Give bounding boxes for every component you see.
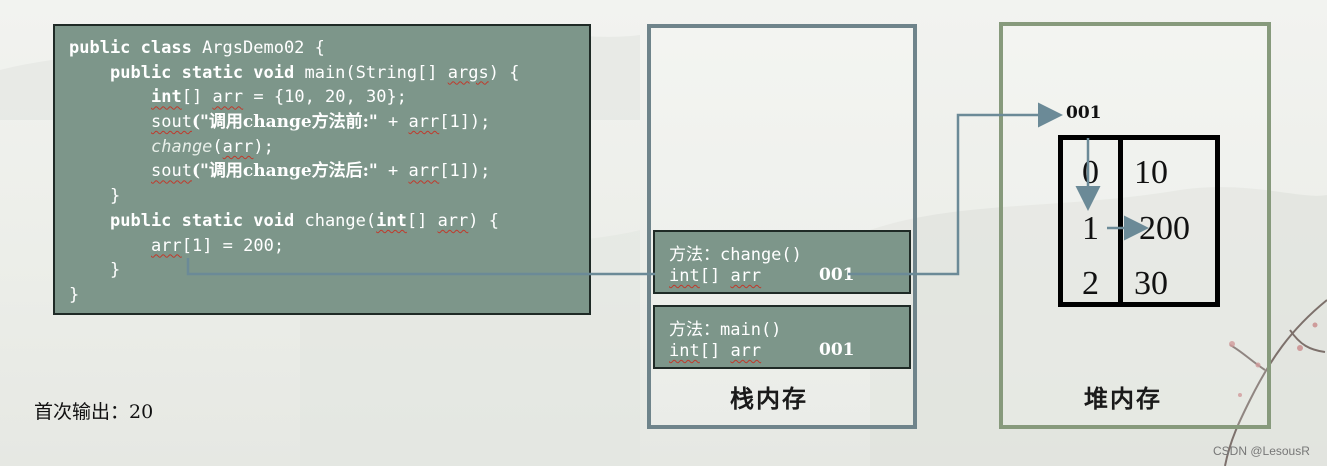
heap-array-address: 001 <box>1066 103 1102 123</box>
code-token: change <box>151 137 212 157</box>
frame-address: 001 <box>819 340 855 360</box>
code-token: args <box>448 63 489 83</box>
code-token: public static void <box>110 63 304 83</box>
code-token: + <box>378 161 409 181</box>
heap-array: 0 1 2 10 200 30 <box>1058 135 1220 307</box>
code-token: + <box>378 112 409 132</box>
code-token: main(String[] <box>304 63 447 83</box>
code-token: arr <box>409 112 440 132</box>
code-line: } <box>69 258 589 283</box>
code-line: arr[1] = 200; <box>69 234 589 259</box>
code-token: public static void <box>110 211 304 231</box>
first-output-text: 首次输出：20 <box>34 397 153 424</box>
frame-method-label: 方法：main() <box>669 315 781 340</box>
array-index: 0 <box>1082 154 1099 192</box>
code-token: arr <box>151 236 182 256</box>
code-line: sout("调用change方法前:" + arr[1]); <box>69 110 589 135</box>
code-token: [1]); <box>439 161 490 181</box>
code-line: int[] arr = {10, 20, 30}; <box>69 85 589 110</box>
code-token: arr <box>212 87 243 107</box>
frame-variable: int[] arr <box>669 341 761 361</box>
array-index: 2 <box>1082 265 1099 303</box>
code-line: public static void change(int[] arr) { <box>69 209 589 234</box>
stack-frame-change: 方法：change() int[] arr 001 <box>653 230 911 294</box>
code-token: ( <box>212 137 222 157</box>
frame-variable: int[] arr <box>669 266 761 286</box>
code-token: [] <box>182 87 213 107</box>
code-token: int <box>151 87 182 107</box>
frame-address: 001 <box>819 265 855 285</box>
code-token: ("调用change方法后:" <box>192 161 378 181</box>
array-value: 30 <box>1134 265 1168 303</box>
code-token: ) { <box>468 211 499 231</box>
code-line: change(arr); <box>69 135 589 160</box>
code-token: public class <box>69 38 202 58</box>
code-token: [] <box>407 211 438 231</box>
code-token: [1]); <box>439 112 490 132</box>
code-token: ArgsDemo02 { <box>202 38 325 58</box>
code-token: arr <box>223 137 254 157</box>
code-token: arr <box>409 161 440 181</box>
array-index: 1 <box>1082 210 1099 248</box>
code-token: = {10, 20, 30}; <box>243 87 407 107</box>
code-token: ("调用change方法前:" <box>192 112 378 132</box>
code-token: } <box>110 186 120 206</box>
code-line: sout("调用change方法后:" + arr[1]); <box>69 159 589 184</box>
code-token: } <box>69 285 79 305</box>
array-value: 200 <box>1139 210 1190 248</box>
code-line: } <box>69 283 589 308</box>
code-panel: public class ArgsDemo02 {public static v… <box>53 24 591 315</box>
code-token: sout <box>151 112 192 132</box>
code-token: ); <box>253 137 273 157</box>
code-token: arr <box>438 211 469 231</box>
stack-frame-main: 方法：main() int[] arr 001 <box>653 305 911 369</box>
code-token: [1] = 200; <box>182 236 284 256</box>
code-token: ) { <box>489 63 520 83</box>
heap-memory-title: 堆内存 <box>1084 379 1162 414</box>
watermark: CSDN @LesousR <box>1213 444 1310 458</box>
code-token: sout <box>151 161 192 181</box>
frame-method-label: 方法：change() <box>669 240 802 265</box>
code-token: change( <box>304 211 376 231</box>
array-value: 10 <box>1134 154 1168 192</box>
code-line: public class ArgsDemo02 { <box>69 36 589 61</box>
code-token: int <box>376 211 407 231</box>
code-token: } <box>110 260 120 280</box>
stack-memory-title: 栈内存 <box>730 379 808 414</box>
array-divider <box>1118 140 1123 302</box>
code-line: } <box>69 184 589 209</box>
code-line: public static void main(String[] args) { <box>69 61 589 86</box>
